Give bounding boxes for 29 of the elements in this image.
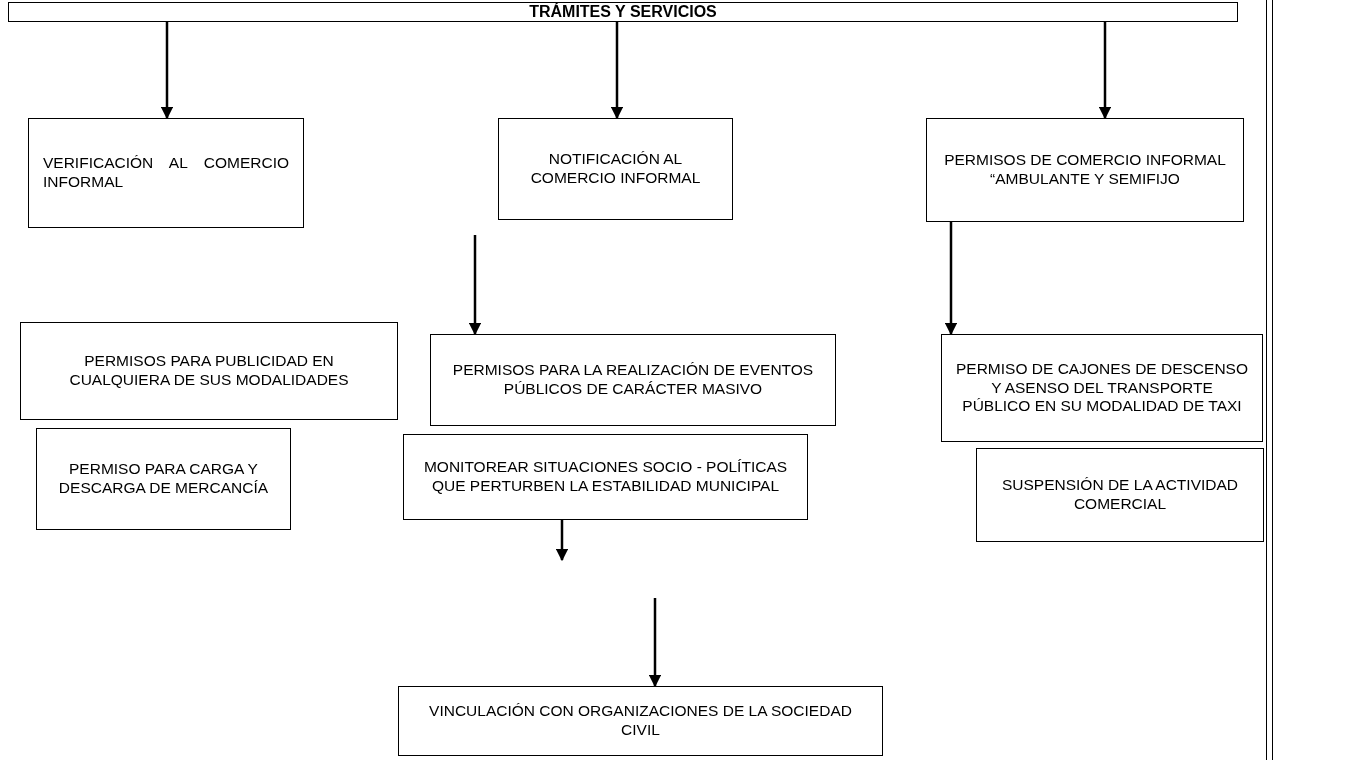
box-label: MONITOREAR SITUACIONES SOCIO - POLÍTICAS QUE PERTURBEN LA ESTABILIDAD MUNICIPAL <box>422 458 789 496</box>
process-box <box>20 322 398 420</box>
process-box <box>976 448 1264 542</box>
box-label: VERIFICACIÓN AL COMERCIO INFORMAL <box>43 154 289 192</box>
arrow <box>160 22 174 120</box>
arrow <box>648 598 662 688</box>
arrow <box>610 22 624 120</box>
box-label: PERMISOS PARA PUBLICIDAD EN CUALQUIERA DE SUS MODALIDADES <box>68 352 350 390</box>
arrow <box>1098 22 1112 120</box>
process-box <box>498 118 733 220</box>
box-label: PERMISO DE CAJONES DE DESCENSO Y ASENSO DEL TRANSPORTE PÚBLICO EN SU MODALIDAD DE TAXI <box>956 360 1248 416</box>
process-box <box>926 118 1244 222</box>
box-label: PERMISOS PARA LA REALIZACIÓN DE EVENTOS PÚBLICOS DE CARÁCTER MASIVO <box>451 361 815 399</box>
arrow <box>944 222 958 336</box>
arrow <box>468 235 482 336</box>
box-label: SUSPENSIÓN DE LA ACTIVIDAD COMERCIAL <box>1001 476 1239 514</box>
process-box <box>28 118 304 228</box>
process-box <box>36 428 291 530</box>
box-label: PERMISO PARA CARGA Y DESCARGA DE MERCANCÍA <box>57 460 270 498</box>
title-box <box>8 2 1238 22</box>
process-box <box>398 686 883 756</box>
box-label: PERMISOS DE COMERCIO INFORMAL “AMBULANTE Y SEMIFIJO <box>943 151 1227 189</box>
arrow <box>555 520 569 562</box>
box-label: NOTIFICACIÓN AL COMERCIO INFORMAL <box>529 150 702 188</box>
process-box <box>941 334 1263 442</box>
process-box <box>430 334 836 426</box>
title-text: TRÁMITES Y SERVICIOS <box>529 2 717 22</box>
process-box <box>403 434 808 520</box>
box-label: VINCULACIÓN CON ORGANIZACIONES DE LA SOCIEDAD CIVIL <box>428 702 853 740</box>
